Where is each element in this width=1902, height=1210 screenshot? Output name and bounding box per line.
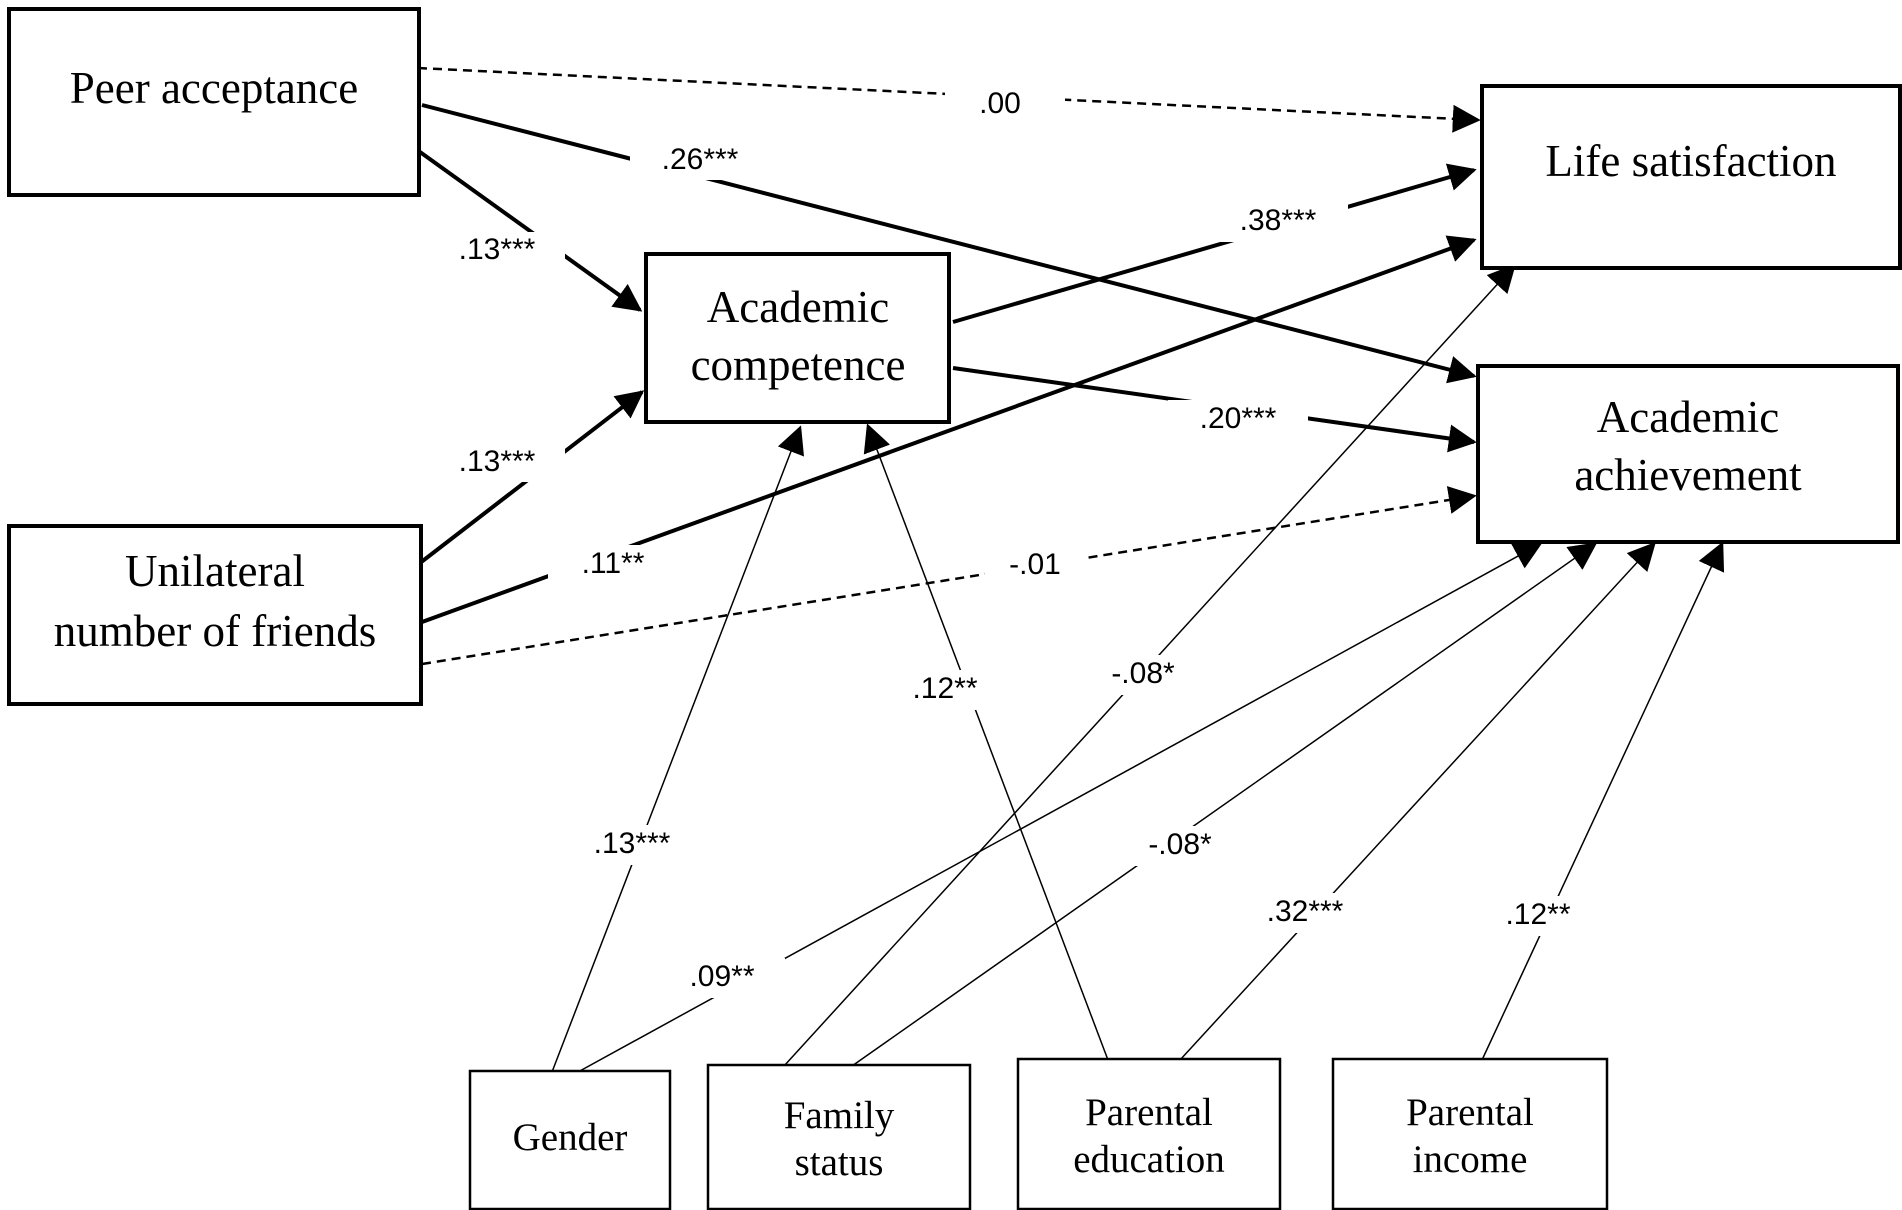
path-unilateral-achievement-line bbox=[421, 486, 1477, 666]
label-gender-competence: .13*** bbox=[565, 825, 700, 865]
coef-competence-life: .38*** bbox=[1240, 204, 1317, 237]
coef-unilateral-achievement: -.01 bbox=[1009, 548, 1061, 581]
label-peer-achievement: .26*** bbox=[630, 142, 770, 180]
label-education-achievement: .32*** bbox=[1238, 893, 1373, 933]
label-peer-competence: .13*** bbox=[430, 232, 565, 270]
node-gender: Gender bbox=[468, 1069, 672, 1210]
label-unilateral-life: .11** bbox=[548, 545, 678, 585]
path-family-achievement-line bbox=[851, 542, 1598, 1067]
node-parental-education-line-2: education bbox=[1073, 1138, 1225, 1181]
node-parental-education: Parental education bbox=[1016, 1057, 1282, 1210]
label-peer-life: .00 bbox=[945, 86, 1065, 124]
path-labels: .00 .26*** .13*** .13*** .11** -.01 .38*… bbox=[430, 86, 1598, 998]
node-peer-acceptance: Peer acceptance bbox=[7, 7, 421, 197]
node-academic-achievement-line-2: achievement bbox=[1574, 450, 1802, 500]
node-parental-education-line-1: Parental bbox=[1085, 1091, 1213, 1134]
coef-gender-achievement: .09** bbox=[689, 960, 754, 993]
node-parental-income-line-1: Parental bbox=[1406, 1091, 1534, 1134]
node-family-status-line-1: Family bbox=[784, 1094, 895, 1137]
coef-unilateral-competence: .13*** bbox=[459, 445, 536, 478]
path-peer-achievement-line bbox=[421, 103, 1477, 384]
node-peer-acceptance-line-1: Peer acceptance bbox=[70, 63, 359, 113]
coef-gender-competence: .13*** bbox=[594, 827, 671, 860]
node-life-satisfaction-line-1: Life satisfaction bbox=[1545, 136, 1836, 186]
node-academic-competence: Academic competence bbox=[644, 252, 951, 424]
node-parental-income: Parental income bbox=[1331, 1057, 1609, 1210]
coef-competence-achievement: .20*** bbox=[1200, 402, 1277, 435]
node-family-status: Family status bbox=[706, 1063, 972, 1210]
node-academic-achievement-line-1: Academic bbox=[1597, 392, 1779, 442]
node-family-status-line-2: status bbox=[795, 1141, 884, 1184]
coef-peer-life: .00 bbox=[979, 87, 1021, 120]
label-income-achievement: .12** bbox=[1478, 896, 1598, 936]
coef-education-achievement: .32*** bbox=[1267, 895, 1344, 928]
node-unilateral-friends: Unilateral number of friends bbox=[7, 524, 423, 706]
paths bbox=[417, 66, 1725, 1073]
path-competence-life-line bbox=[952, 163, 1477, 324]
node-life-satisfaction: Life satisfaction bbox=[1480, 84, 1902, 270]
coef-family-life: -.08* bbox=[1111, 657, 1175, 690]
path-gender-competence-line bbox=[551, 425, 805, 1073]
coef-education-competence: .12** bbox=[912, 672, 977, 705]
node-parental-income-line-2: income bbox=[1413, 1138, 1528, 1181]
label-education-competence: .12** bbox=[885, 670, 1005, 710]
coef-peer-achievement: .26*** bbox=[662, 143, 739, 176]
path-peer-competence-line bbox=[418, 150, 643, 312]
label-unilateral-achievement: -.01 bbox=[985, 546, 1085, 586]
label-unilateral-competence: .13*** bbox=[430, 444, 565, 482]
path-education-achievement-line bbox=[1179, 541, 1656, 1061]
coef-unilateral-life: .11** bbox=[582, 547, 645, 580]
path-education-competence-line bbox=[863, 423, 1109, 1061]
coef-peer-competence: .13*** bbox=[459, 233, 536, 266]
label-family-achievement: -.08* bbox=[1130, 826, 1230, 866]
coef-family-achievement: -.08* bbox=[1148, 828, 1212, 861]
node-academic-achievement: Academic achievement bbox=[1476, 364, 1900, 544]
coef-income-achievement: .12** bbox=[1505, 898, 1570, 931]
label-family-life: -.08* bbox=[1093, 655, 1193, 695]
node-academic-competence-line-1: Academic bbox=[707, 282, 889, 332]
node-unilateral-friends-line-1: Unilateral bbox=[125, 546, 305, 596]
node-unilateral-friends-line-2: number of friends bbox=[54, 606, 376, 656]
node-gender-line-1: Gender bbox=[513, 1116, 628, 1159]
path-income-achievement-line bbox=[1481, 541, 1725, 1061]
label-competence-achievement: .20*** bbox=[1168, 400, 1308, 440]
node-academic-competence-line-2: competence bbox=[691, 340, 906, 390]
label-gender-achievement: .09** bbox=[665, 958, 785, 998]
label-competence-life: .38*** bbox=[1208, 202, 1348, 242]
